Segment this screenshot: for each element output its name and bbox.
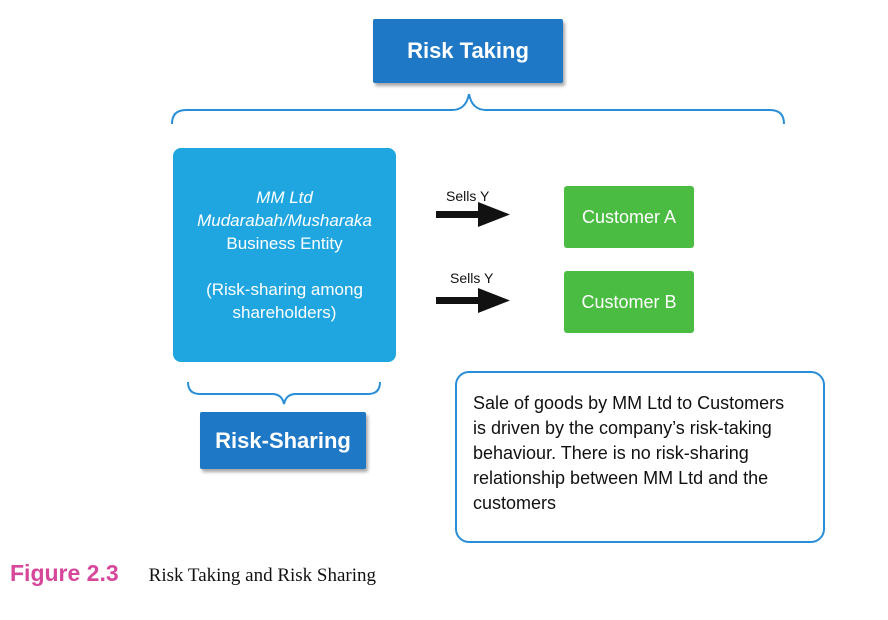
risk-taking-box: Risk Taking (373, 19, 563, 83)
sells-label-a: Sells Y (446, 188, 490, 204)
customer-b-box: Customer B (564, 271, 694, 333)
figure-caption: Figure 2.3 Risk Taking and Risk Sharing (10, 560, 376, 587)
note-line: behaviour. There is no risk-sharing (473, 443, 749, 463)
note-line: Sale of goods by MM Ltd to Customers (473, 393, 785, 413)
figure-number: Figure 2.3 (10, 560, 119, 586)
explanation-note-text: Sale of goods by MM Ltd to Customers is … (473, 391, 784, 516)
note-line: relationship between MM Ltd and the (473, 468, 769, 488)
explanation-note-box: Sale of goods by MM Ltd to Customers is … (455, 371, 825, 543)
entity-note-line-2: shareholders) (232, 303, 337, 322)
entity-name: MM Ltd (256, 188, 313, 207)
customer-a-label: Customer A (581, 206, 677, 227)
customer-a-box: Customer A (564, 186, 694, 248)
entity-kind: Business Entity (226, 234, 343, 253)
top-brace (171, 93, 785, 125)
arrow-to-customer-b (436, 288, 510, 313)
note-line: customers (473, 493, 557, 513)
risk-sharing-label: Risk-Sharing (215, 427, 351, 453)
mm-ltd-entity-box: MM Ltd Mudarabah/Musharaka Business Enti… (173, 148, 396, 362)
bottom-brace (187, 381, 381, 405)
risk-sharing-box: Risk-Sharing (200, 412, 366, 469)
sells-label-b: Sells Y (450, 270, 494, 286)
risk-taking-label: Risk Taking (407, 38, 529, 63)
arrow-to-customer-a (436, 202, 510, 227)
customer-b-label: Customer B (581, 291, 677, 312)
note-line: is driven by the company’s risk-taking (473, 418, 772, 438)
entity-note-line-1: (Risk-sharing among (206, 280, 363, 299)
entity-type: Mudarabah/Musharaka (197, 211, 372, 230)
figure-title: Risk Taking and Risk Sharing (148, 565, 377, 586)
